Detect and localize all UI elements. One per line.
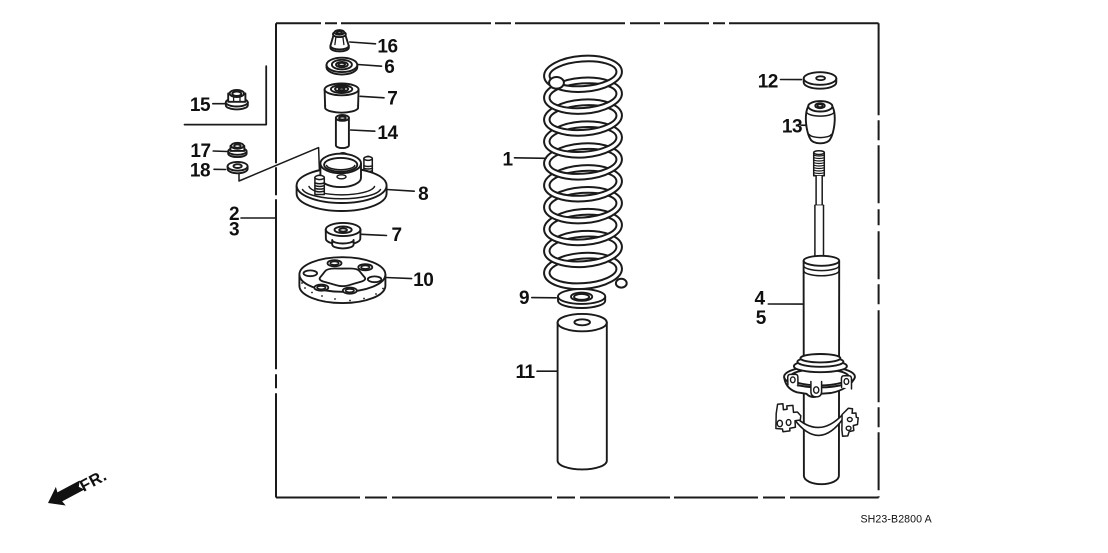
svg-text:18: 18 (190, 161, 210, 182)
svg-text:8: 8 (418, 184, 428, 205)
svg-text:6: 6 (384, 57, 394, 78)
svg-text:2: 2 (229, 204, 239, 225)
svg-text:13: 13 (782, 116, 802, 137)
svg-text:FR.: FR. (77, 467, 110, 496)
svg-text:12: 12 (758, 72, 778, 93)
svg-text:14: 14 (377, 123, 398, 144)
svg-text:1: 1 (502, 150, 513, 171)
svg-text:7: 7 (392, 225, 402, 246)
svg-text:4: 4 (754, 289, 765, 310)
svg-text:10: 10 (413, 270, 433, 291)
svg-text:9: 9 (519, 288, 529, 309)
svg-text:3: 3 (229, 220, 239, 241)
svg-text:16: 16 (377, 36, 397, 57)
svg-text:SH23-B2800 A: SH23-B2800 A (861, 514, 933, 526)
svg-text:11: 11 (515, 362, 535, 383)
svg-text:5: 5 (756, 308, 767, 329)
svg-text:7: 7 (387, 89, 397, 110)
svg-text:15: 15 (190, 95, 211, 116)
svg-text:17: 17 (190, 141, 210, 162)
